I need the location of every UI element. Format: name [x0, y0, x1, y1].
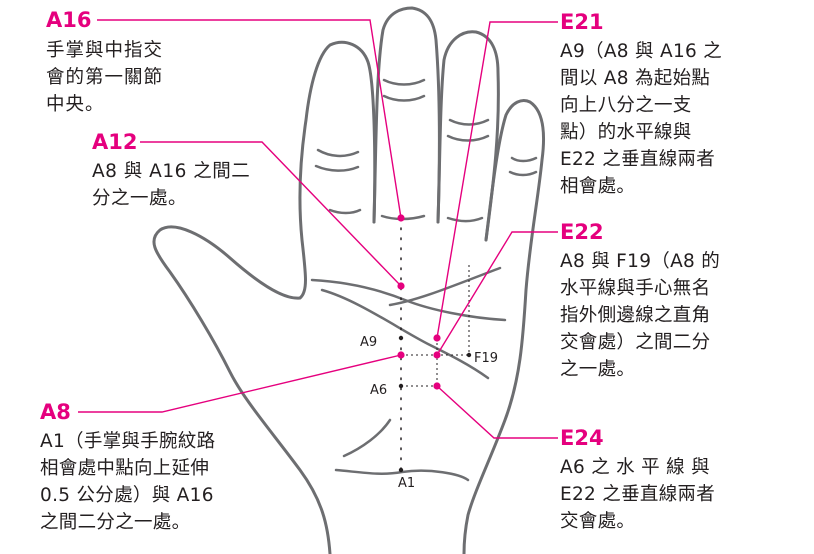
callout-e21-title: E21	[560, 10, 604, 34]
callout-e21-desc: A9（A8 與 A16 之 間以 A8 為起始點 向上八分之一支 點）的水平線與…	[560, 41, 723, 197]
label-a1: A1	[398, 476, 415, 491]
label-a9: A9	[360, 335, 377, 350]
reference-dots	[398, 335, 472, 473]
point-a16	[397, 214, 405, 222]
palm-lines	[310, 266, 507, 482]
point-e22	[433, 351, 441, 359]
callout-a16-desc: 手掌與中指交 會的第一關節 中央。	[46, 40, 164, 115]
construction-lines	[401, 265, 470, 387]
point-e21	[433, 334, 441, 342]
callout-e24-title: E24	[560, 426, 604, 450]
callout-a12-desc: A8 與 A16 之間二 分之一處。	[92, 161, 251, 209]
callout-e22-desc: A8 與 F19（A8 的 水平線與手心無名 指外側邊線之直角 交會處）之間二分…	[560, 251, 721, 380]
point-a8	[397, 351, 405, 359]
point-e24	[433, 382, 441, 390]
callout-a8-desc: A1（手掌與手腕紋路 相會處中點向上延伸 0.5 公分處）與 A16 之間二分之…	[40, 431, 216, 533]
label-a6: A6	[370, 383, 387, 398]
callout-a12-title: A12	[92, 130, 138, 154]
acupoints	[397, 214, 441, 390]
label-f19: F19	[474, 351, 498, 366]
callout-e24-desc: A6 之 水 平 線 與 E22 之垂直線兩者 交會處。	[560, 457, 716, 532]
callout-e22-title: E22	[560, 220, 604, 244]
leader-lines	[78, 19, 558, 439]
callout-a16-title: A16	[46, 8, 92, 32]
callout-a8-title: A8	[40, 400, 71, 424]
finger-creases	[314, 78, 538, 223]
point-a12	[397, 282, 405, 290]
